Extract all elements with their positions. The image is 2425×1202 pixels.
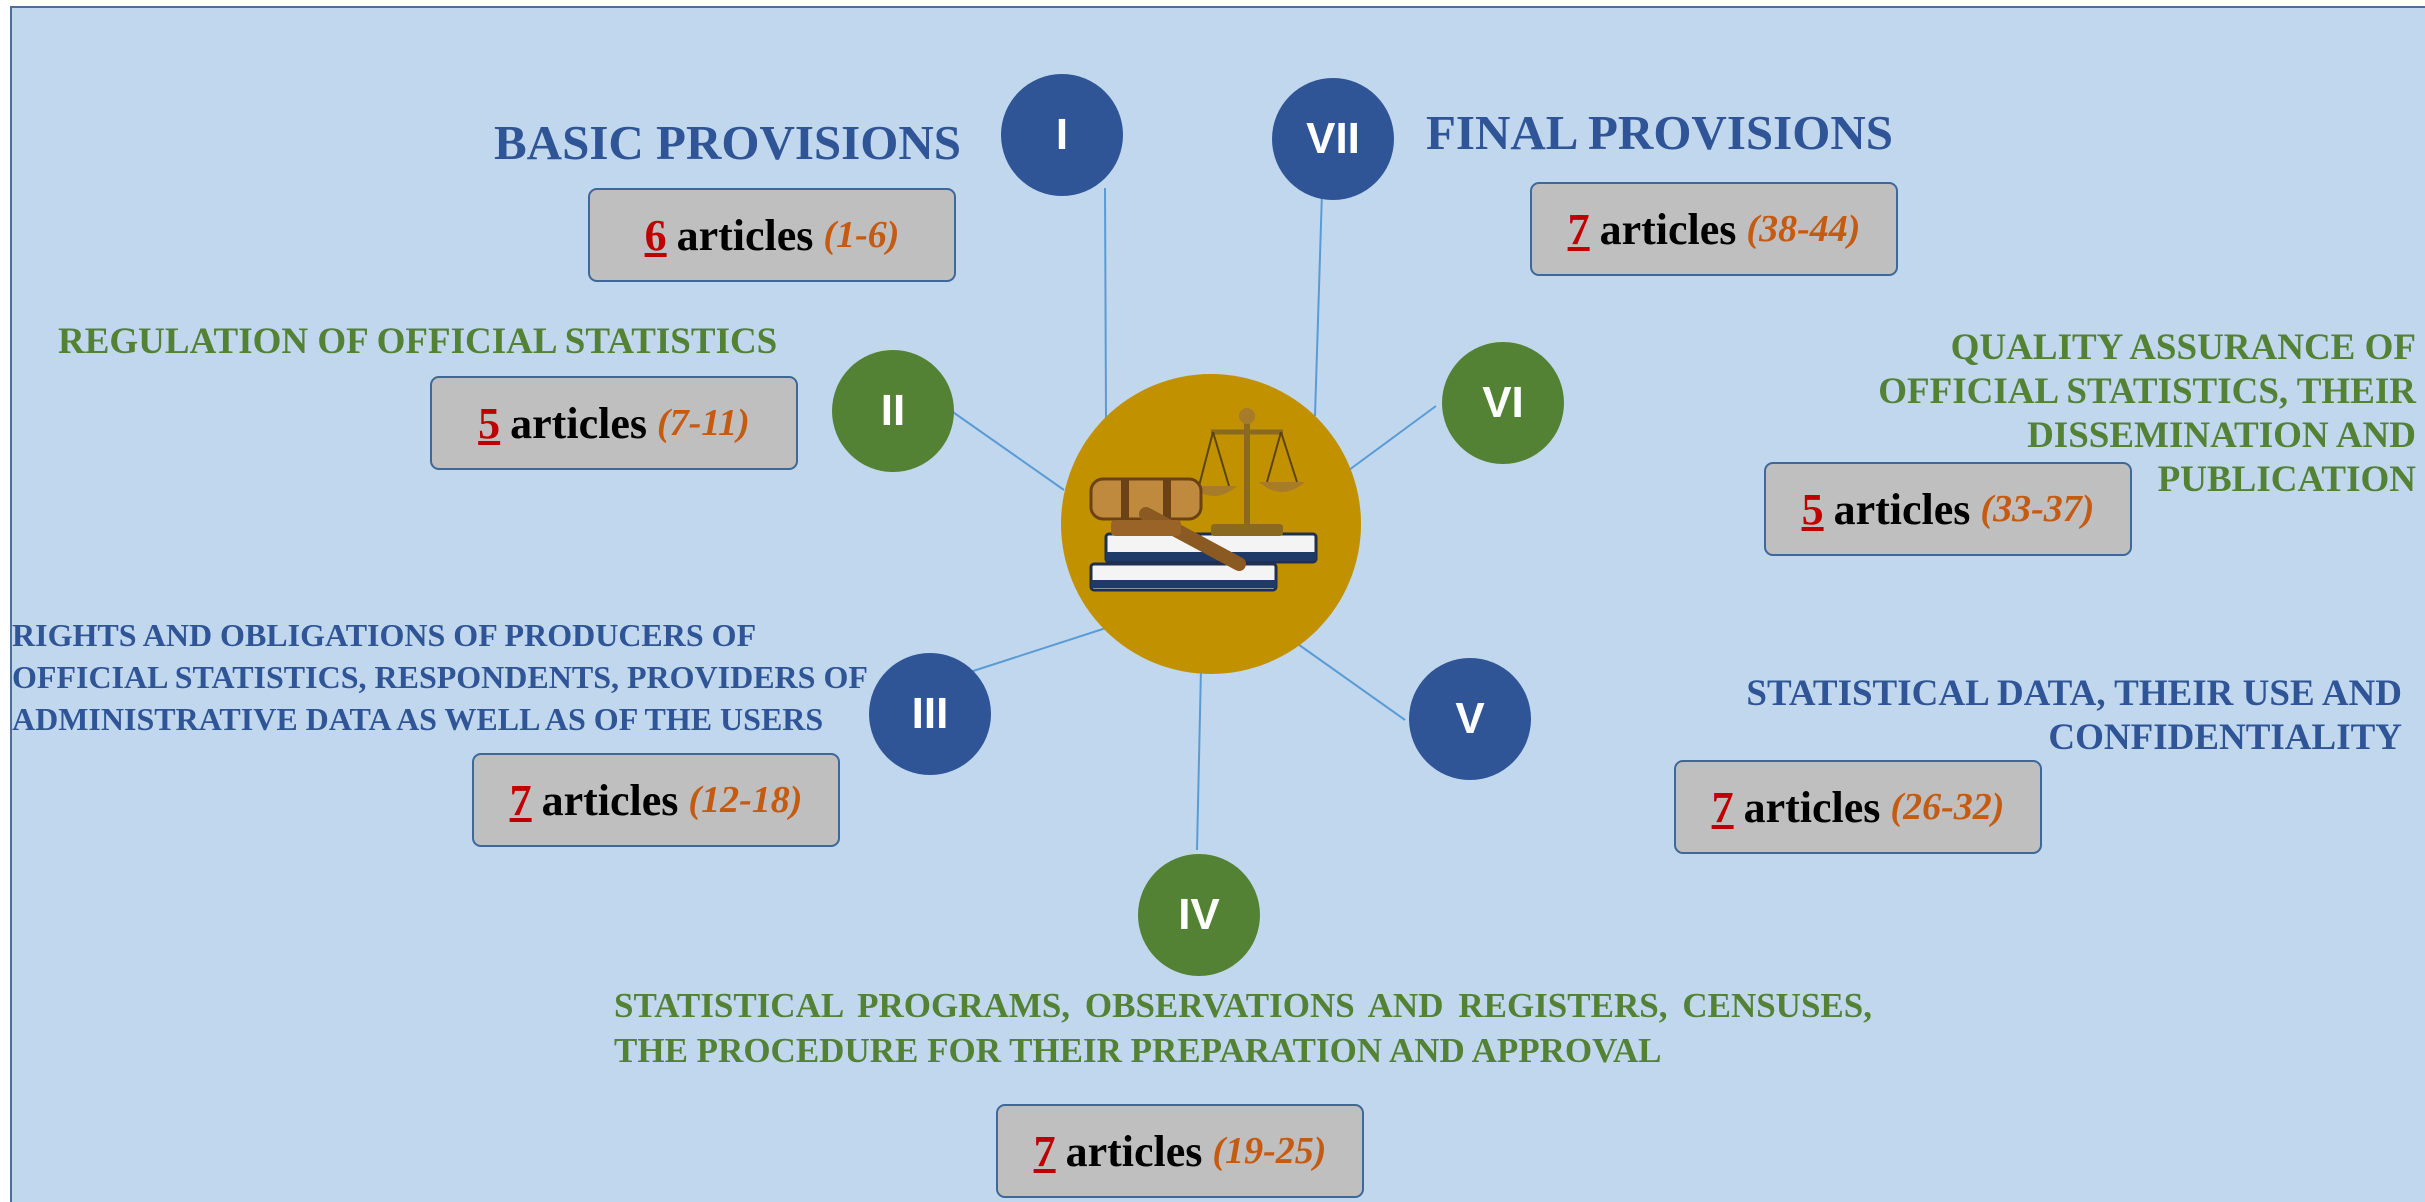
connector-line-7 xyxy=(1314,191,1323,417)
node-circle-6: VI xyxy=(1442,342,1564,464)
article-box-7: 7 articles (38-44) xyxy=(1530,182,1898,276)
article-count-7: 7 xyxy=(1567,204,1590,254)
connector-line-6 xyxy=(1348,405,1437,471)
numeral-7: VII xyxy=(1306,114,1360,163)
article-box-3: 7 articles (12-18) xyxy=(472,753,840,847)
article-range-3: (12-18) xyxy=(688,779,803,821)
article-range-5: (26-32) xyxy=(1890,786,2005,828)
numeral-3: III xyxy=(911,689,949,738)
numeral-2: II xyxy=(880,386,906,435)
article-count-2: 5 xyxy=(478,398,501,448)
article-word-4: articles xyxy=(1065,1126,1203,1176)
article-count-3: 7 xyxy=(509,775,532,825)
article-range-6: (33-37) xyxy=(1980,488,2095,530)
section-title-2: REGULATION OF OFFICIAL STATISTICS xyxy=(58,321,778,362)
article-box-4: 7 articles (19-25) xyxy=(996,1104,1364,1198)
article-box-6: 5 articles (33-37) xyxy=(1764,462,2132,556)
article-word-3: articles xyxy=(541,775,679,825)
section-title-1: BASIC PROVISIONS xyxy=(494,115,961,170)
node-circle-1: I xyxy=(1001,74,1123,196)
node-circle-7: VII xyxy=(1272,78,1394,200)
section-title-7: FINAL PROVISIONS xyxy=(1426,105,1893,160)
article-count-4: 7 xyxy=(1033,1126,1056,1176)
connector-lines xyxy=(949,187,1437,851)
article-word-2: articles xyxy=(510,398,647,448)
article-word-5: articles xyxy=(1743,782,1881,832)
connector-line-1 xyxy=(1104,187,1107,419)
article-range-4: (19-25) xyxy=(1212,1130,1327,1172)
section-title-6: QUALITY ASSURANCE OF OFFICIAL STATISTICS… xyxy=(1878,327,2416,500)
hub-circle xyxy=(1061,374,1361,674)
numeral-6: VI xyxy=(1482,378,1524,427)
section-title-5: STATISTICAL DATA, THEIR USE AND CONFIDEN… xyxy=(1746,673,2402,758)
article-box-2: 5 articles (7-11) xyxy=(430,376,798,470)
section-title-3: RIGHTS AND OBLIGATIONS OF PRODUCERS OF O… xyxy=(12,617,867,737)
connector-line-5 xyxy=(1294,641,1406,721)
diagram-canvas: I II III IV V VI VII BASIC PROVISIONS RE… xyxy=(10,6,2425,1202)
connector-line-3 xyxy=(969,627,1107,673)
article-count-5: 7 xyxy=(1711,782,1734,832)
section-title-4: STATISTICAL PROGRAMS, OBSERVATIONS AND R… xyxy=(614,986,1872,1070)
node-circle-4: IV xyxy=(1138,854,1260,976)
numeral-5: V xyxy=(1455,694,1485,743)
article-box-1: 6 articles (1-6) xyxy=(588,188,956,282)
numeral-4: IV xyxy=(1178,890,1220,939)
article-word-7: articles xyxy=(1599,204,1737,254)
gavel-scales-books-icon xyxy=(1089,408,1318,592)
node-circle-2: II xyxy=(832,350,954,472)
article-range-7: (38-44) xyxy=(1746,208,1861,250)
article-range-1: (1-6) xyxy=(823,214,900,256)
article-range-2: (7-11) xyxy=(656,402,750,444)
article-count-6: 5 xyxy=(1801,484,1824,534)
node-circle-5: V xyxy=(1409,658,1531,780)
article-word-6: articles xyxy=(1833,484,1971,534)
node-circle-3: III xyxy=(869,653,991,775)
article-count-1: 6 xyxy=(644,210,667,260)
numeral-1: I xyxy=(1055,110,1069,159)
connector-line-4 xyxy=(1196,667,1202,851)
article-box-5: 7 articles (26-32) xyxy=(1674,760,2042,854)
connector-line-2 xyxy=(949,409,1065,491)
article-word-1: articles xyxy=(676,210,814,260)
